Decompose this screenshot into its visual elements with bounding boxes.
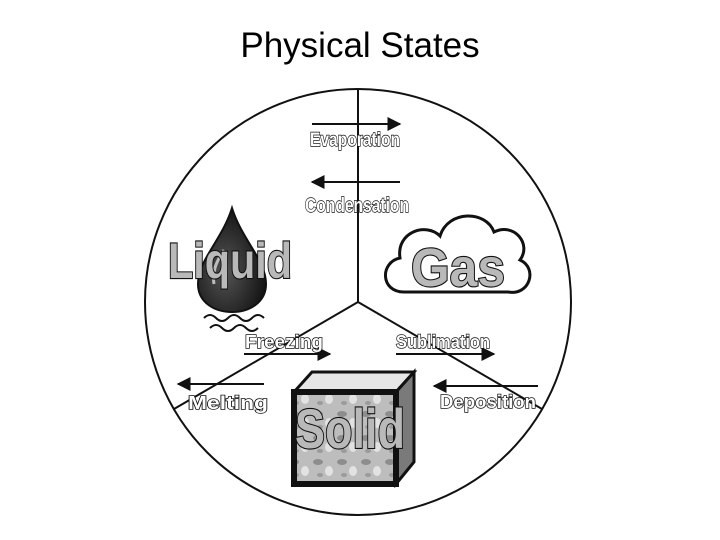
- divider-right: [357, 301, 543, 410]
- diagram-title: Physical States: [240, 26, 480, 65]
- condensation-label: Condensation: [305, 195, 409, 217]
- melting-label: Melting: [188, 393, 268, 413]
- outer-circle: [144, 88, 572, 516]
- sublimation-label: Sublimation: [396, 332, 490, 352]
- cloud-icon: [384, 214, 532, 294]
- state-label-solid: Solid: [295, 397, 405, 460]
- freezing-label: Freezing: [245, 332, 323, 352]
- divider-left: [173, 301, 359, 410]
- state-label-liquid: Liquid: [168, 233, 292, 289]
- deposition-label: Deposition: [440, 392, 536, 412]
- wave-icon: [203, 314, 265, 332]
- evaporation-label: Evaporation: [310, 130, 400, 151]
- water-drop-icon: [196, 204, 268, 314]
- state-label-gas: Gas: [411, 238, 505, 298]
- cube-icon: [290, 368, 418, 489]
